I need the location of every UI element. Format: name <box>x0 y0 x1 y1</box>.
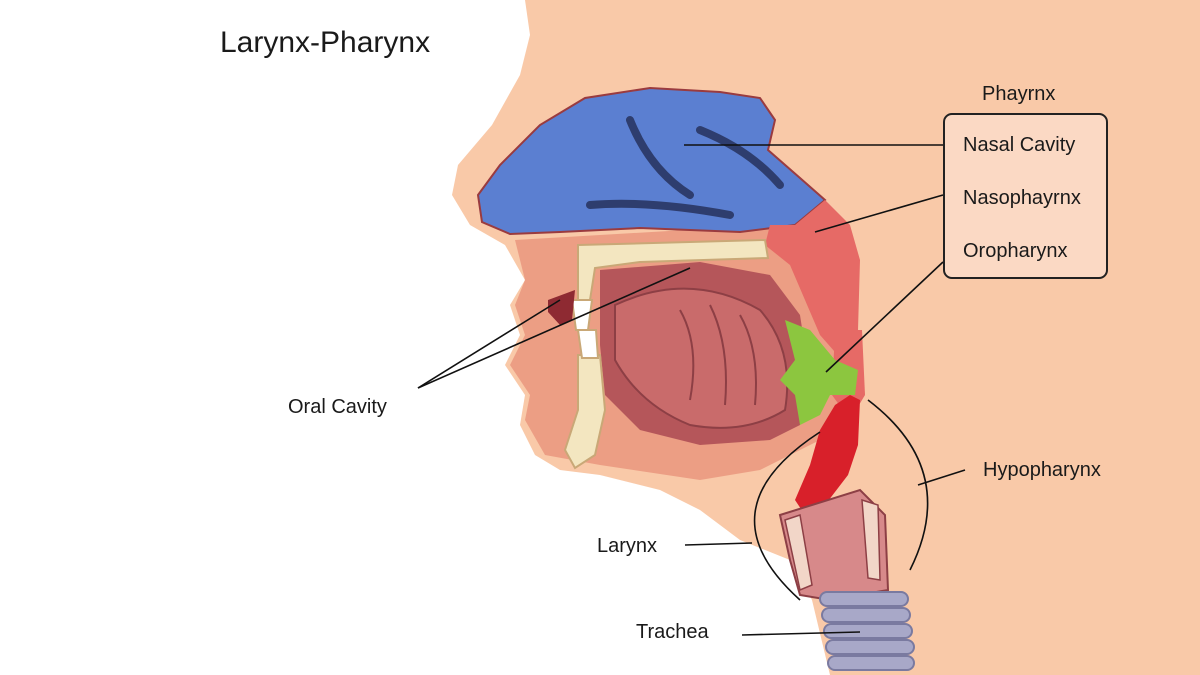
leader-nasopharynx <box>814 194 944 233</box>
label-hypopharynx: Hypopharynx <box>983 459 1101 481</box>
tongue-line-1 <box>679 309 695 401</box>
trachea-rings <box>819 591 915 671</box>
nasopharynx-shape <box>765 150 860 360</box>
tongue-line-3 <box>739 314 757 406</box>
bracket-larynx <box>753 431 821 601</box>
turbinate-1 <box>626 116 694 199</box>
leader-larynx <box>684 542 753 546</box>
leader-hypopharynx <box>917 469 966 486</box>
vocal-fold <box>784 514 813 592</box>
turbinate-3 <box>696 126 784 189</box>
oropharynx-shape <box>780 320 858 425</box>
pharynx-heading: Phayrnx <box>982 83 1056 105</box>
label-larynx: Larynx <box>597 535 658 557</box>
leader-oral-2 <box>417 267 691 389</box>
turbinate-2 <box>586 199 734 219</box>
pharynx-legend-box <box>943 113 1108 279</box>
lower-tooth <box>576 329 600 359</box>
leader-trachea <box>741 631 861 636</box>
bracket-hypopharynx <box>867 399 929 571</box>
epiglottis <box>795 395 860 515</box>
leader-oropharynx <box>825 261 944 373</box>
label-oral-cavity: Oral Cavity <box>288 396 387 418</box>
vocal-fold-2 <box>861 498 881 581</box>
leader-oral-1 <box>417 299 561 389</box>
tongue-line-2 <box>709 304 727 406</box>
page-title: Larynx-Pharynx <box>220 26 431 59</box>
lips <box>548 290 575 325</box>
label-nasopharynx: Nasophayrnx <box>963 187 1081 209</box>
jaw-bone <box>563 354 607 470</box>
label-nasal-cavity: Nasal Cavity <box>963 134 1076 156</box>
label-oropharynx: Oropharynx <box>963 240 1068 262</box>
label-trachea: Trachea <box>636 621 709 643</box>
